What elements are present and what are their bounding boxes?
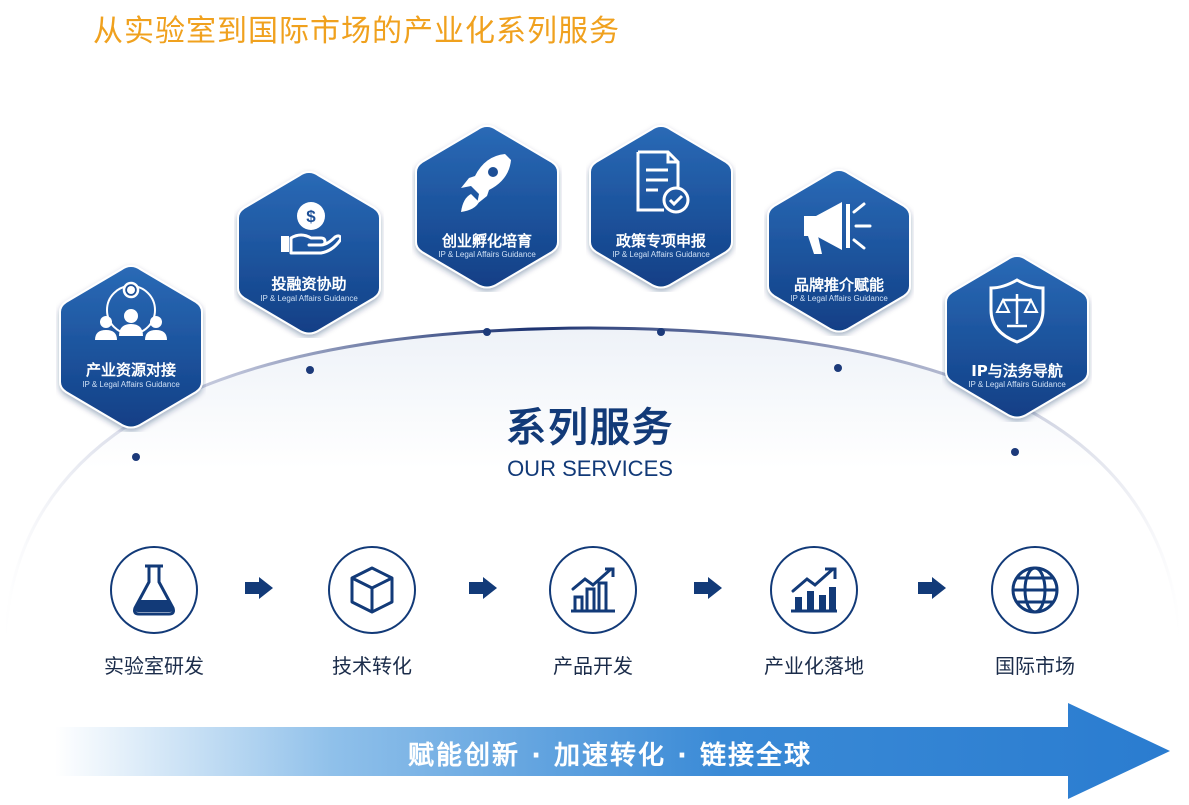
document-check-icon [630, 148, 692, 220]
step-tech-transfer[interactable]: 技术转化 [302, 546, 442, 679]
bar-chart-icon [571, 567, 615, 613]
step-label: 产业化落地 [764, 654, 864, 678]
hex-label: 政策专项申报 [615, 232, 706, 250]
hand-coin-icon: $ [277, 198, 343, 260]
step-product-dev[interactable]: 产品开发 [523, 546, 663, 679]
step-label: 国际市场 [995, 654, 1075, 678]
arrow-right-icon [469, 577, 497, 599]
hex-incubation[interactable]: 创业孵化培育 IP & Legal Affairs Guidance [412, 122, 562, 292]
hex-label: 品牌推介赋能 [793, 276, 884, 294]
hex-policy[interactable]: 政策专项申报 IP & Legal Affairs Guidance [586, 122, 736, 292]
arrow-right-icon [918, 577, 946, 599]
svg-text:$: $ [306, 207, 316, 226]
step-global-market[interactable]: 国际市场 [965, 546, 1105, 679]
cube-icon [350, 566, 394, 614]
step-label: 技术转化 [332, 654, 412, 678]
hex-investment[interactable]: $ 投融资协助 IP & Legal Affairs Guidance [234, 168, 384, 338]
services-subtitle: OUR SERVICES [507, 456, 673, 481]
arc-dot [1011, 448, 1019, 456]
hex-sub: IP & Legal Affairs Guidance [790, 294, 888, 303]
flask-icon [133, 564, 175, 616]
step-lab-rd[interactable]: 实验室研发 [84, 546, 224, 679]
arrow-right-icon [694, 577, 722, 599]
rocket-icon [457, 150, 517, 220]
banner-arrow [55, 703, 1170, 799]
step-industrialization[interactable]: 产业化落地 [744, 546, 884, 679]
hex-sub: IP & Legal Affairs Guidance [82, 380, 180, 389]
step-label: 实验室研发 [104, 654, 204, 678]
hex-label: 创业孵化培育 [441, 232, 532, 250]
hex-sub: IP & Legal Affairs Guidance [612, 250, 710, 259]
hex-sub: IP & Legal Affairs Guidance [968, 380, 1066, 389]
hex-sub: IP & Legal Affairs Guidance [260, 294, 358, 303]
hex-industry-resources[interactable]: 产业资源对接 IP & Legal Affairs Guidance [56, 262, 206, 432]
hex-branding[interactable]: 品牌推介赋能 IP & Legal Affairs Guidance [764, 166, 914, 336]
step-label: 产品开发 [553, 654, 633, 678]
hex-sub: IP & Legal Affairs Guidance [438, 250, 536, 259]
hex-label: 产业资源对接 [85, 361, 176, 379]
arc-dot [657, 328, 665, 336]
growth-chart-icon [791, 567, 837, 613]
hex-label: 投融资协助 [271, 275, 347, 293]
megaphone-icon [798, 194, 880, 262]
arc-dot [306, 366, 314, 374]
arc-dot [483, 328, 491, 336]
globe-icon [1011, 566, 1059, 614]
page-title: 从实验室到国际市场的产业化系列服务 [93, 14, 620, 49]
people-network-icon [91, 280, 171, 352]
arc-dot [132, 453, 140, 461]
arrow-right-icon [245, 577, 273, 599]
hex-ip-legal[interactable]: IP与法务导航 IP & Legal Affairs Guidance [942, 252, 1092, 422]
banner-slogan: 赋能创新 · 加速转化 · 链接全球 [408, 741, 812, 771]
services-title: 系列服务 [506, 405, 674, 451]
hex-label: IP与法务导航 [971, 362, 1063, 380]
arc-dot [834, 364, 842, 372]
shield-scale-icon [987, 276, 1047, 350]
